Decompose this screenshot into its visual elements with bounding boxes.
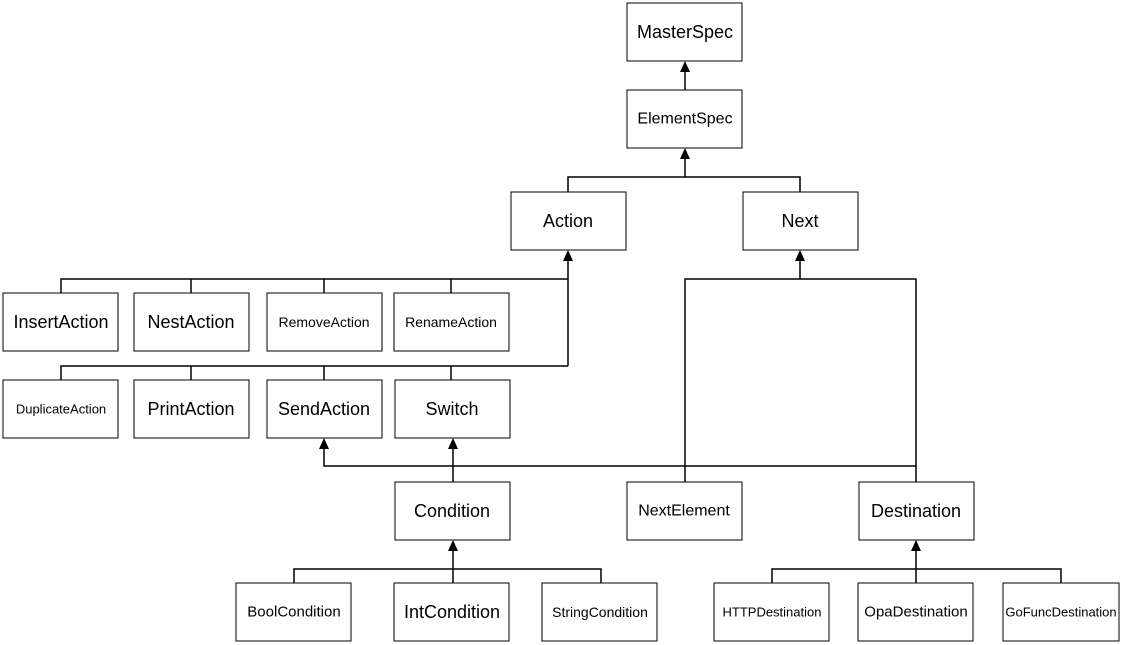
node-masterspec: MasterSpec [626,2,743,62]
arrow-elementspec-icon [680,148,690,159]
node-label: IntCondition [404,602,500,622]
edge-row2-action [60,259,569,380]
node-insertaction: InsertAction [2,292,119,352]
node-label: GoFuncDestination [1005,605,1116,620]
node-condition: Condition [394,481,511,541]
node-label: Condition [414,501,490,521]
node-sendaction: SendAction [266,379,383,439]
node-label: Switch [425,399,478,419]
node-label: InsertAction [13,312,108,332]
arrow-masterspec-icon [680,61,690,72]
node-label: HTTPDestination [723,605,822,620]
node-gofuncdestination: GoFuncDestination [1002,582,1120,642]
node-action: Action [510,191,627,251]
node-nextelement: NextElement [626,481,743,541]
node-label: NestAction [147,312,234,332]
edge-conditions-condition [293,549,602,583]
node-label: RenameAction [405,314,497,330]
node-printaction: PrintAction [133,379,250,439]
node-label: PrintAction [147,399,234,419]
node-label: SendAction [278,399,370,419]
arrow-condition-icon [448,540,458,551]
edge-action-next-elementspec [567,157,801,192]
arrow-switch-icon [448,438,458,449]
node-elementspec: ElementSpec [626,89,743,149]
edge-destinations-destination [771,549,1062,583]
node-label: Next [781,211,818,231]
arrow-next-icon [795,250,805,261]
node-nestaction: NestAction [133,292,250,352]
node-httpdestination: HTTPDestination [713,582,830,642]
node-removeaction: RemoveAction [266,292,383,352]
edge-destination-sendaction [323,446,916,467]
node-boolcondition: BoolCondition [235,582,352,642]
node-opadestination: OpaDestination [857,582,974,642]
node-stringcondition: StringCondition [541,582,658,642]
edge-row1-action [60,278,568,293]
node-label: StringCondition [552,604,648,620]
node-label: Destination [871,501,961,521]
node-label: RemoveAction [278,314,369,330]
node-destination: Destination [858,481,975,541]
arrow-action-icon [563,250,573,261]
node-label: BoolCondition [247,604,340,621]
node-label: ElementSpec [637,111,732,128]
node-label: NextElement [638,503,730,520]
edges [60,61,1062,583]
arrow-destination-icon [911,540,921,551]
node-next: Next [742,191,859,251]
node-intcondition: IntCondition [393,582,510,642]
node-label: Action [543,211,593,231]
node-duplicateaction: DuplicateAction [2,379,119,439]
node-label: MasterSpec [637,22,733,42]
edge-next-children [684,259,917,482]
node-switch: Switch [394,379,511,439]
arrow-sendaction-icon [319,438,329,449]
node-renameaction: RenameAction [393,292,510,352]
node-label: DuplicateAction [16,402,106,417]
node-label: OpaDestination [864,604,967,621]
